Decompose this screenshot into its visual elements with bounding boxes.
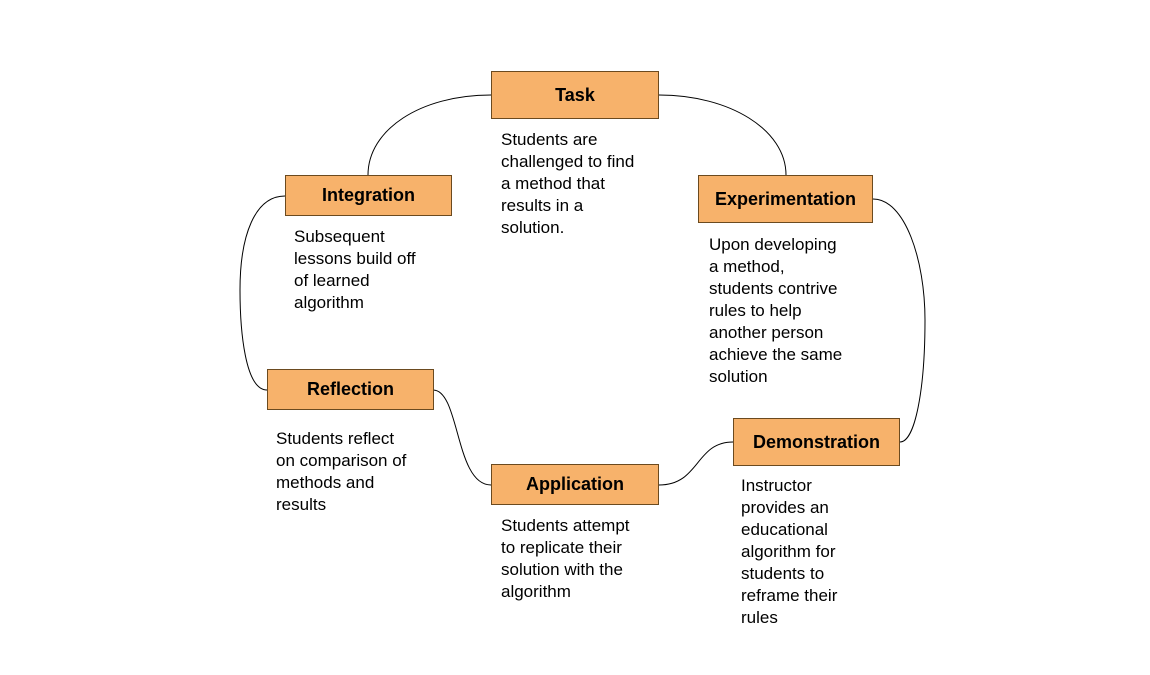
stage-label-application: Application <box>526 474 624 494</box>
description-line: educational <box>741 520 828 539</box>
connector-application-reflection <box>432 389 492 486</box>
description-line: provides an <box>741 498 829 517</box>
description-line: lessons build off <box>294 249 416 268</box>
description-line: algorithm for <box>741 542 836 561</box>
stage-description-integration: Subsequent lessons build off of learned … <box>294 226 416 314</box>
description-line: Subsequent <box>294 227 385 246</box>
description-line: results <box>276 495 327 514</box>
stage-box-experimentation: Experimentation <box>698 175 873 223</box>
description-line: students to <box>741 564 825 583</box>
stage-box-demonstration: Demonstration <box>733 418 900 466</box>
stage-description-reflection: Students reflect on comparison of method… <box>276 428 406 516</box>
stage-description-task: Students are challenged to find a method… <box>501 129 634 239</box>
connector-task-experimentation <box>658 94 787 176</box>
description-line: Upon developing <box>709 235 837 254</box>
description-line: another person <box>709 323 824 342</box>
description-line: challenged to find <box>501 152 635 171</box>
description-line: Instructor <box>741 476 812 495</box>
stage-label-demonstration: Demonstration <box>752 431 880 452</box>
connector-reflection-integration <box>239 195 286 391</box>
description-line: a method that <box>501 174 605 193</box>
stage-description-application: Students attempt to replicate their solu… <box>501 515 630 603</box>
description-line: algorithm <box>501 582 571 601</box>
description-line: results in a <box>501 196 584 215</box>
connector-demonstration-application <box>658 441 734 486</box>
description-line: Students reflect <box>276 429 395 448</box>
description-line: algorithm <box>294 293 364 312</box>
description-line: reframe their <box>741 586 838 605</box>
description-line: methods and <box>276 473 375 492</box>
stage-box-integration: Integration <box>285 175 452 216</box>
description-line: on comparison of <box>276 451 407 470</box>
connector-experimentation-demonstration <box>872 198 926 443</box>
description-line: achieve the same <box>709 345 843 364</box>
description-line: Students are <box>501 130 598 149</box>
description-line: Students attempt <box>501 516 630 535</box>
description-line: solution with the <box>501 560 623 579</box>
stage-description-demonstration: Instructor provides an educational algor… <box>741 475 837 629</box>
description-line: rules to help <box>709 301 802 320</box>
stage-description-experimentation: Upon developing a method, students contr… <box>709 234 842 388</box>
stage-label-integration: Integration <box>322 185 415 205</box>
stage-label-task: Task <box>555 84 595 105</box>
stage-box-reflection: Reflection <box>267 369 434 410</box>
stage-label-reflection: Reflection <box>306 379 394 399</box>
description-line: students contrive <box>709 279 838 298</box>
description-line: to replicate their <box>501 538 622 557</box>
stage-label-experimentation: Experimentation <box>714 188 857 209</box>
stage-box-application: Application <box>491 464 659 505</box>
connector-integration-task <box>367 94 492 176</box>
stage-box-task: Task <box>491 71 659 119</box>
description-line: solution. <box>501 218 565 237</box>
description-line: a method, <box>709 257 785 276</box>
description-line: of learned <box>294 271 370 290</box>
description-line: rules <box>741 608 778 627</box>
description-line: solution <box>709 367 768 386</box>
